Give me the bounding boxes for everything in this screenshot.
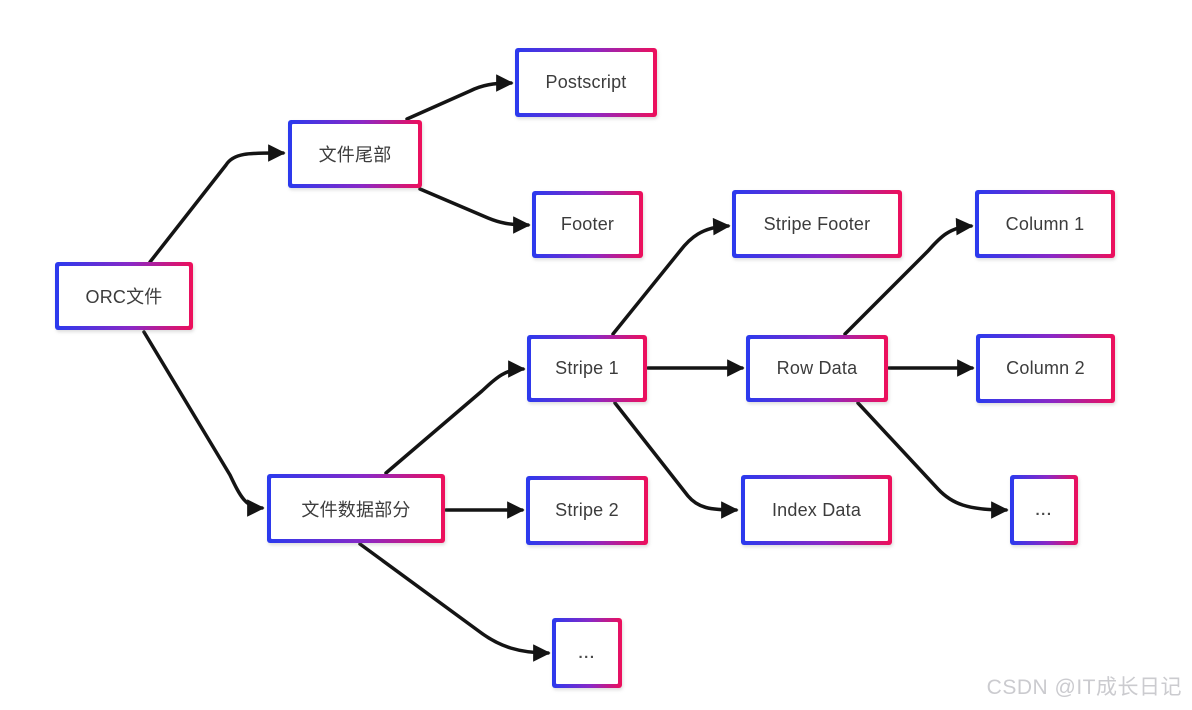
node-body: Row Data <box>750 339 884 398</box>
node-label-orc: ORC文件 <box>85 287 163 307</box>
node-file-tail: 文件尾部 <box>288 120 422 188</box>
node-label-file-data: 文件数据部分 <box>301 499 411 520</box>
node-body: Stripe Footer <box>736 194 898 254</box>
edge-orc-to-file-data <box>142 330 265 517</box>
node-dots-right: ... <box>1010 475 1078 545</box>
node-index-data: Index Data <box>741 475 892 545</box>
edge-row-data-to-column1 <box>843 217 974 336</box>
node-body: 文件尾部 <box>292 124 418 184</box>
node-body: ORC文件 <box>59 266 189 326</box>
node-body: Index Data <box>745 479 888 541</box>
node-body: Footer <box>536 195 639 254</box>
edge-row-data-to-dots-right <box>856 401 1009 519</box>
node-label-column1: Column 1 <box>1005 213 1085 234</box>
node-body: Column 2 <box>980 338 1111 399</box>
edge-file-data-to-dots-bottom <box>358 542 551 662</box>
node-stripe2: Stripe 2 <box>526 476 648 545</box>
node-label-row-data: Row Data <box>776 358 858 378</box>
node-stripe1: Stripe 1 <box>527 335 647 402</box>
node-column2: Column 2 <box>976 334 1115 403</box>
node-label-dots-bottom: ... <box>578 644 596 662</box>
node-postscript: Postscript <box>515 48 657 117</box>
node-label-stripe-footer: Stripe Footer <box>763 213 871 234</box>
edge-file-tail-to-postscript <box>405 74 514 121</box>
node-body: ... <box>556 622 618 684</box>
node-footer: Footer <box>532 191 643 258</box>
node-label-footer: Footer <box>560 214 615 234</box>
watermark: CSDN @IT成长日记 <box>986 676 1182 699</box>
node-body: Stripe 1 <box>531 339 643 398</box>
node-label-index-data: Index Data <box>771 499 862 520</box>
edge-stripe1-to-index-data <box>613 401 739 519</box>
edge-stripe1-to-stripe-footer <box>611 217 731 336</box>
node-file-data: 文件数据部分 <box>267 474 445 543</box>
node-body: Postscript <box>519 52 653 113</box>
node-orc: ORC文件 <box>55 262 193 330</box>
node-row-data: Row Data <box>746 335 888 402</box>
node-body: Column 1 <box>979 194 1111 254</box>
node-column1: Column 1 <box>975 190 1115 258</box>
node-label-postscript: Postscript <box>545 72 627 92</box>
node-label-file-tail: 文件尾部 <box>318 145 392 165</box>
node-body: ... <box>1014 479 1074 541</box>
edge-file-data-to-stripe1 <box>384 360 526 475</box>
node-body: Stripe 2 <box>530 480 644 541</box>
node-label-stripe2: Stripe 2 <box>555 500 619 520</box>
node-dots-bottom: ... <box>552 618 622 688</box>
node-label-stripe1: Stripe 1 <box>555 358 619 378</box>
node-label-dots-right: ... <box>1035 501 1053 519</box>
node-body: 文件数据部分 <box>271 478 441 539</box>
edge-orc-to-file-tail <box>148 144 286 264</box>
node-stripe-footer: Stripe Footer <box>732 190 902 258</box>
node-label-column2: Column 2 <box>1006 358 1085 378</box>
edge-file-tail-to-footer <box>418 187 531 234</box>
